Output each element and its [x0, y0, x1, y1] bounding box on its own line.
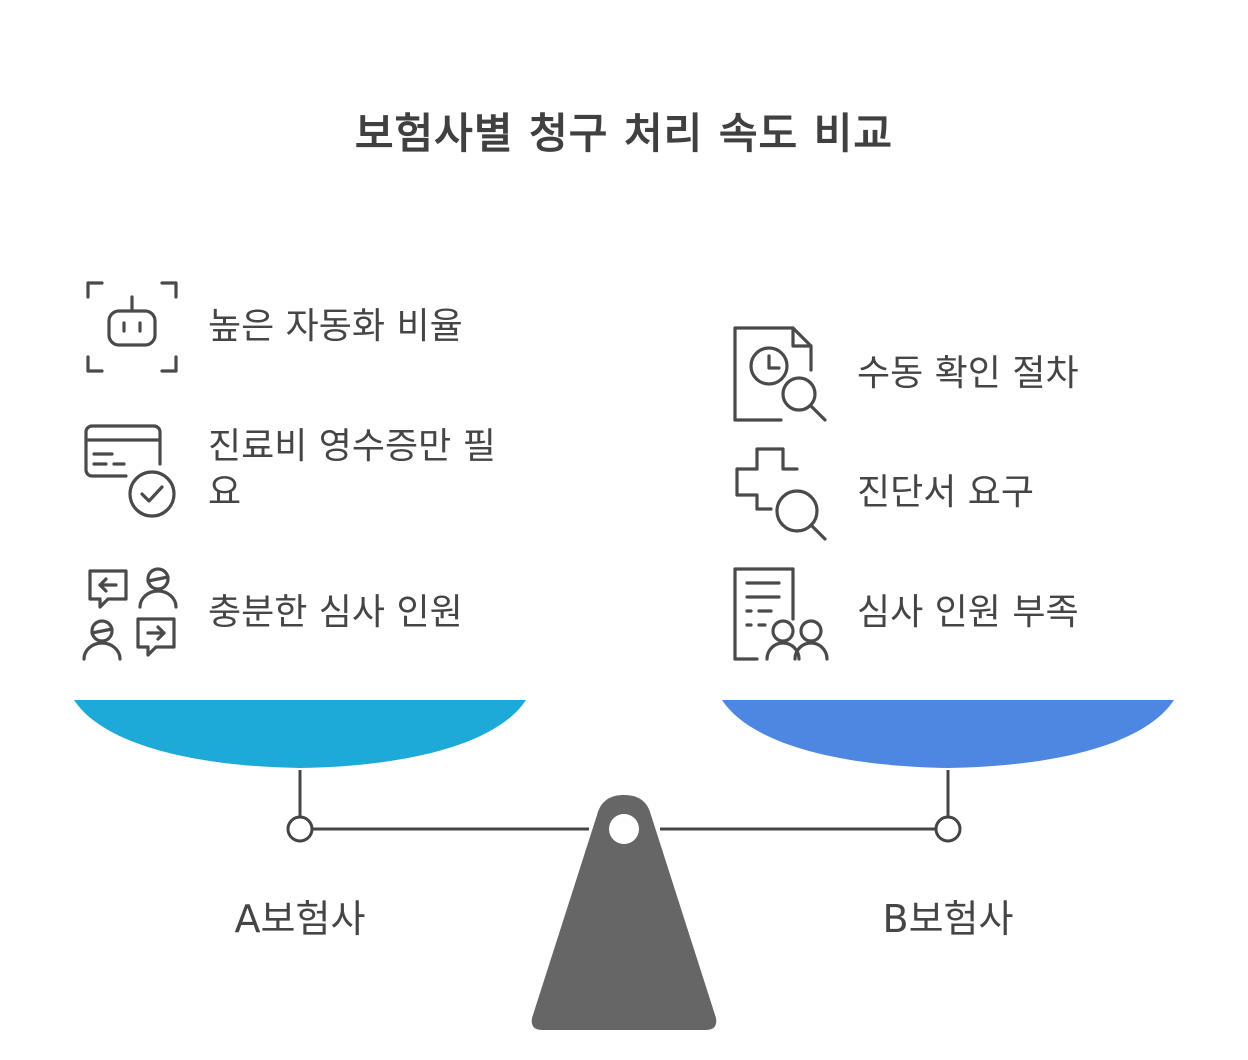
right-item-label: 진단서 요구: [857, 472, 1035, 513]
document-clock-search-icon: [731, 324, 831, 424]
fulcrum: [531, 795, 717, 1030]
left-item-receipt: 진료비 영수증만 필요: [82, 420, 498, 520]
left-item-staff: 충분한 심사 인원: [82, 563, 498, 663]
staff-exchange-icon: [82, 563, 182, 663]
robot-face-icon: [82, 277, 182, 377]
medical-cross-search-icon: [731, 443, 831, 543]
right-item-label: 수동 확인 절차: [857, 353, 1079, 394]
left-item-automation: 높은 자동화 비율: [82, 277, 498, 377]
left-item-label: 진료비 영수증만 필요: [208, 426, 496, 513]
right-item-diagnosis: 진단서 요구: [731, 443, 1147, 543]
right-item-manual: 수동 확인 절차: [731, 324, 1147, 424]
card-check-icon: [82, 420, 182, 520]
left-insurer-label: A보험사: [234, 897, 366, 941]
left-joint: [286, 815, 314, 843]
left-item-label: 높은 자동화 비율: [208, 306, 463, 347]
right-joint: [934, 815, 962, 843]
right-item-shortage: 심사 인원 부족: [731, 563, 1147, 663]
document-people-icon: [731, 563, 831, 663]
right-insurer-label: B보험사: [882, 897, 1014, 941]
page-title: 보험사별 청구 처리 속도 비교: [354, 109, 894, 158]
pivot-hole: [609, 814, 639, 844]
left-pan: [74, 700, 526, 768]
right-item-label: 심사 인원 부족: [857, 592, 1079, 633]
left-item-label: 충분한 심사 인원: [208, 592, 463, 633]
right-pan: [722, 700, 1174, 768]
